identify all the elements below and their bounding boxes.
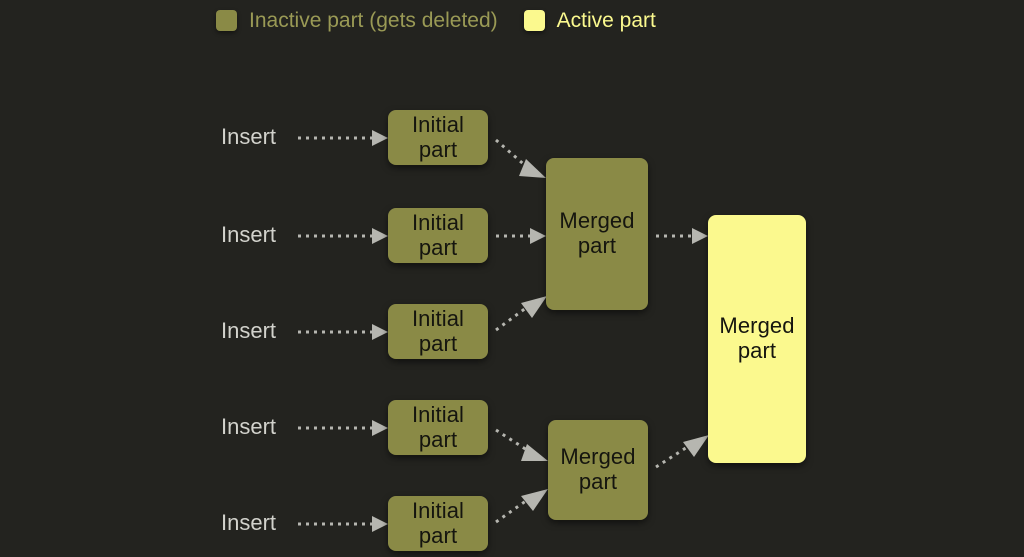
arrow-initial1-to-merged-top	[495, 138, 546, 178]
initial-part-node-3-text: Initial part	[411, 305, 465, 356]
merged-part-node-top-text: Merged part	[559, 209, 634, 258]
initial-part-node-5-line2: part	[418, 522, 458, 548]
initial-part-node-1-line2: part	[418, 136, 458, 162]
arrow-merged-bottom-to-final	[655, 435, 709, 469]
insert-label-4: Insert	[221, 414, 277, 439]
initial-part-node-5-line1: Initial	[411, 497, 465, 523]
arrow-initial5-to-merged-bottom	[495, 489, 548, 524]
final-merged-part-node-text: Merged part	[719, 314, 794, 363]
merged-part-node-top-line2: part	[577, 233, 617, 258]
merged-part-node-top-line1: Merged	[559, 208, 635, 234]
initial-part-node-4-text: Initial part	[411, 401, 465, 452]
initial-part-node-1[interactable]: Initial part	[388, 110, 488, 165]
legend-label-active: Active part	[556, 9, 656, 32]
insert-label-5: Insert	[221, 510, 277, 535]
initial-part-node-4-line2: part	[418, 426, 458, 452]
final-merged-part-node-line1: Merged	[719, 313, 795, 339]
legend-item-inactive: Inactive part (gets deleted)	[216, 10, 498, 31]
initial-part-node-2-text: Initial part	[411, 209, 465, 260]
arrow-insert-to-initial-4	[298, 420, 388, 436]
initial-part-node-4-line1: Initial	[411, 401, 465, 427]
merged-part-node-bottom-line1: Merged	[560, 444, 636, 470]
insert-label-2: Insert	[221, 222, 277, 247]
legend-swatch-inactive-icon	[216, 10, 237, 31]
initial-part-node-3[interactable]: Initial part	[388, 304, 488, 359]
initial-part-node-3-line2: part	[418, 330, 458, 356]
initial-part-node-4[interactable]: Initial part	[388, 400, 488, 455]
insert-label-3: Insert	[221, 318, 277, 343]
legend-item-active: Active part	[523, 9, 656, 32]
arrow-initial2-to-merged-top	[496, 228, 546, 244]
initial-part-node-1-text: Initial part	[411, 111, 465, 162]
arrow-insert-to-initial-2	[298, 228, 388, 244]
final-merged-part-node-line2: part	[737, 338, 777, 363]
arrow-initial4-to-merged-bottom	[495, 428, 548, 461]
merged-part-node-bottom-text: Merged part	[560, 445, 635, 494]
arrow-insert-to-initial-3	[298, 324, 388, 340]
legend-label-inactive: Inactive part (gets deleted)	[249, 9, 498, 32]
arrow-insert-to-initial-5	[298, 516, 388, 532]
legend-swatch-active-icon	[523, 10, 545, 31]
initial-part-node-2-line2: part	[418, 234, 458, 260]
initial-part-node-1-line1: Initial	[411, 111, 465, 137]
initial-part-node-5[interactable]: Initial part	[388, 496, 488, 551]
arrow-insert-to-initial-1	[298, 130, 388, 146]
final-merged-part-node[interactable]: Merged part	[708, 215, 806, 463]
initial-part-node-3-line1: Initial	[411, 305, 465, 331]
merged-part-node-bottom[interactable]: Merged part	[548, 420, 648, 520]
merged-part-node-bottom-line2: part	[578, 469, 618, 494]
arrow-initial3-to-merged-top	[495, 296, 547, 332]
arrow-merged-top-to-final	[656, 228, 708, 244]
merged-part-node-top[interactable]: Merged part	[546, 158, 648, 310]
initial-part-node-5-text: Initial part	[411, 497, 465, 548]
initial-part-node-2[interactable]: Initial part	[388, 208, 488, 263]
insert-label-1: Insert	[221, 124, 277, 149]
legend: Inactive part (gets deleted) Active part	[216, 10, 656, 31]
initial-part-node-2-line1: Initial	[411, 209, 465, 235]
